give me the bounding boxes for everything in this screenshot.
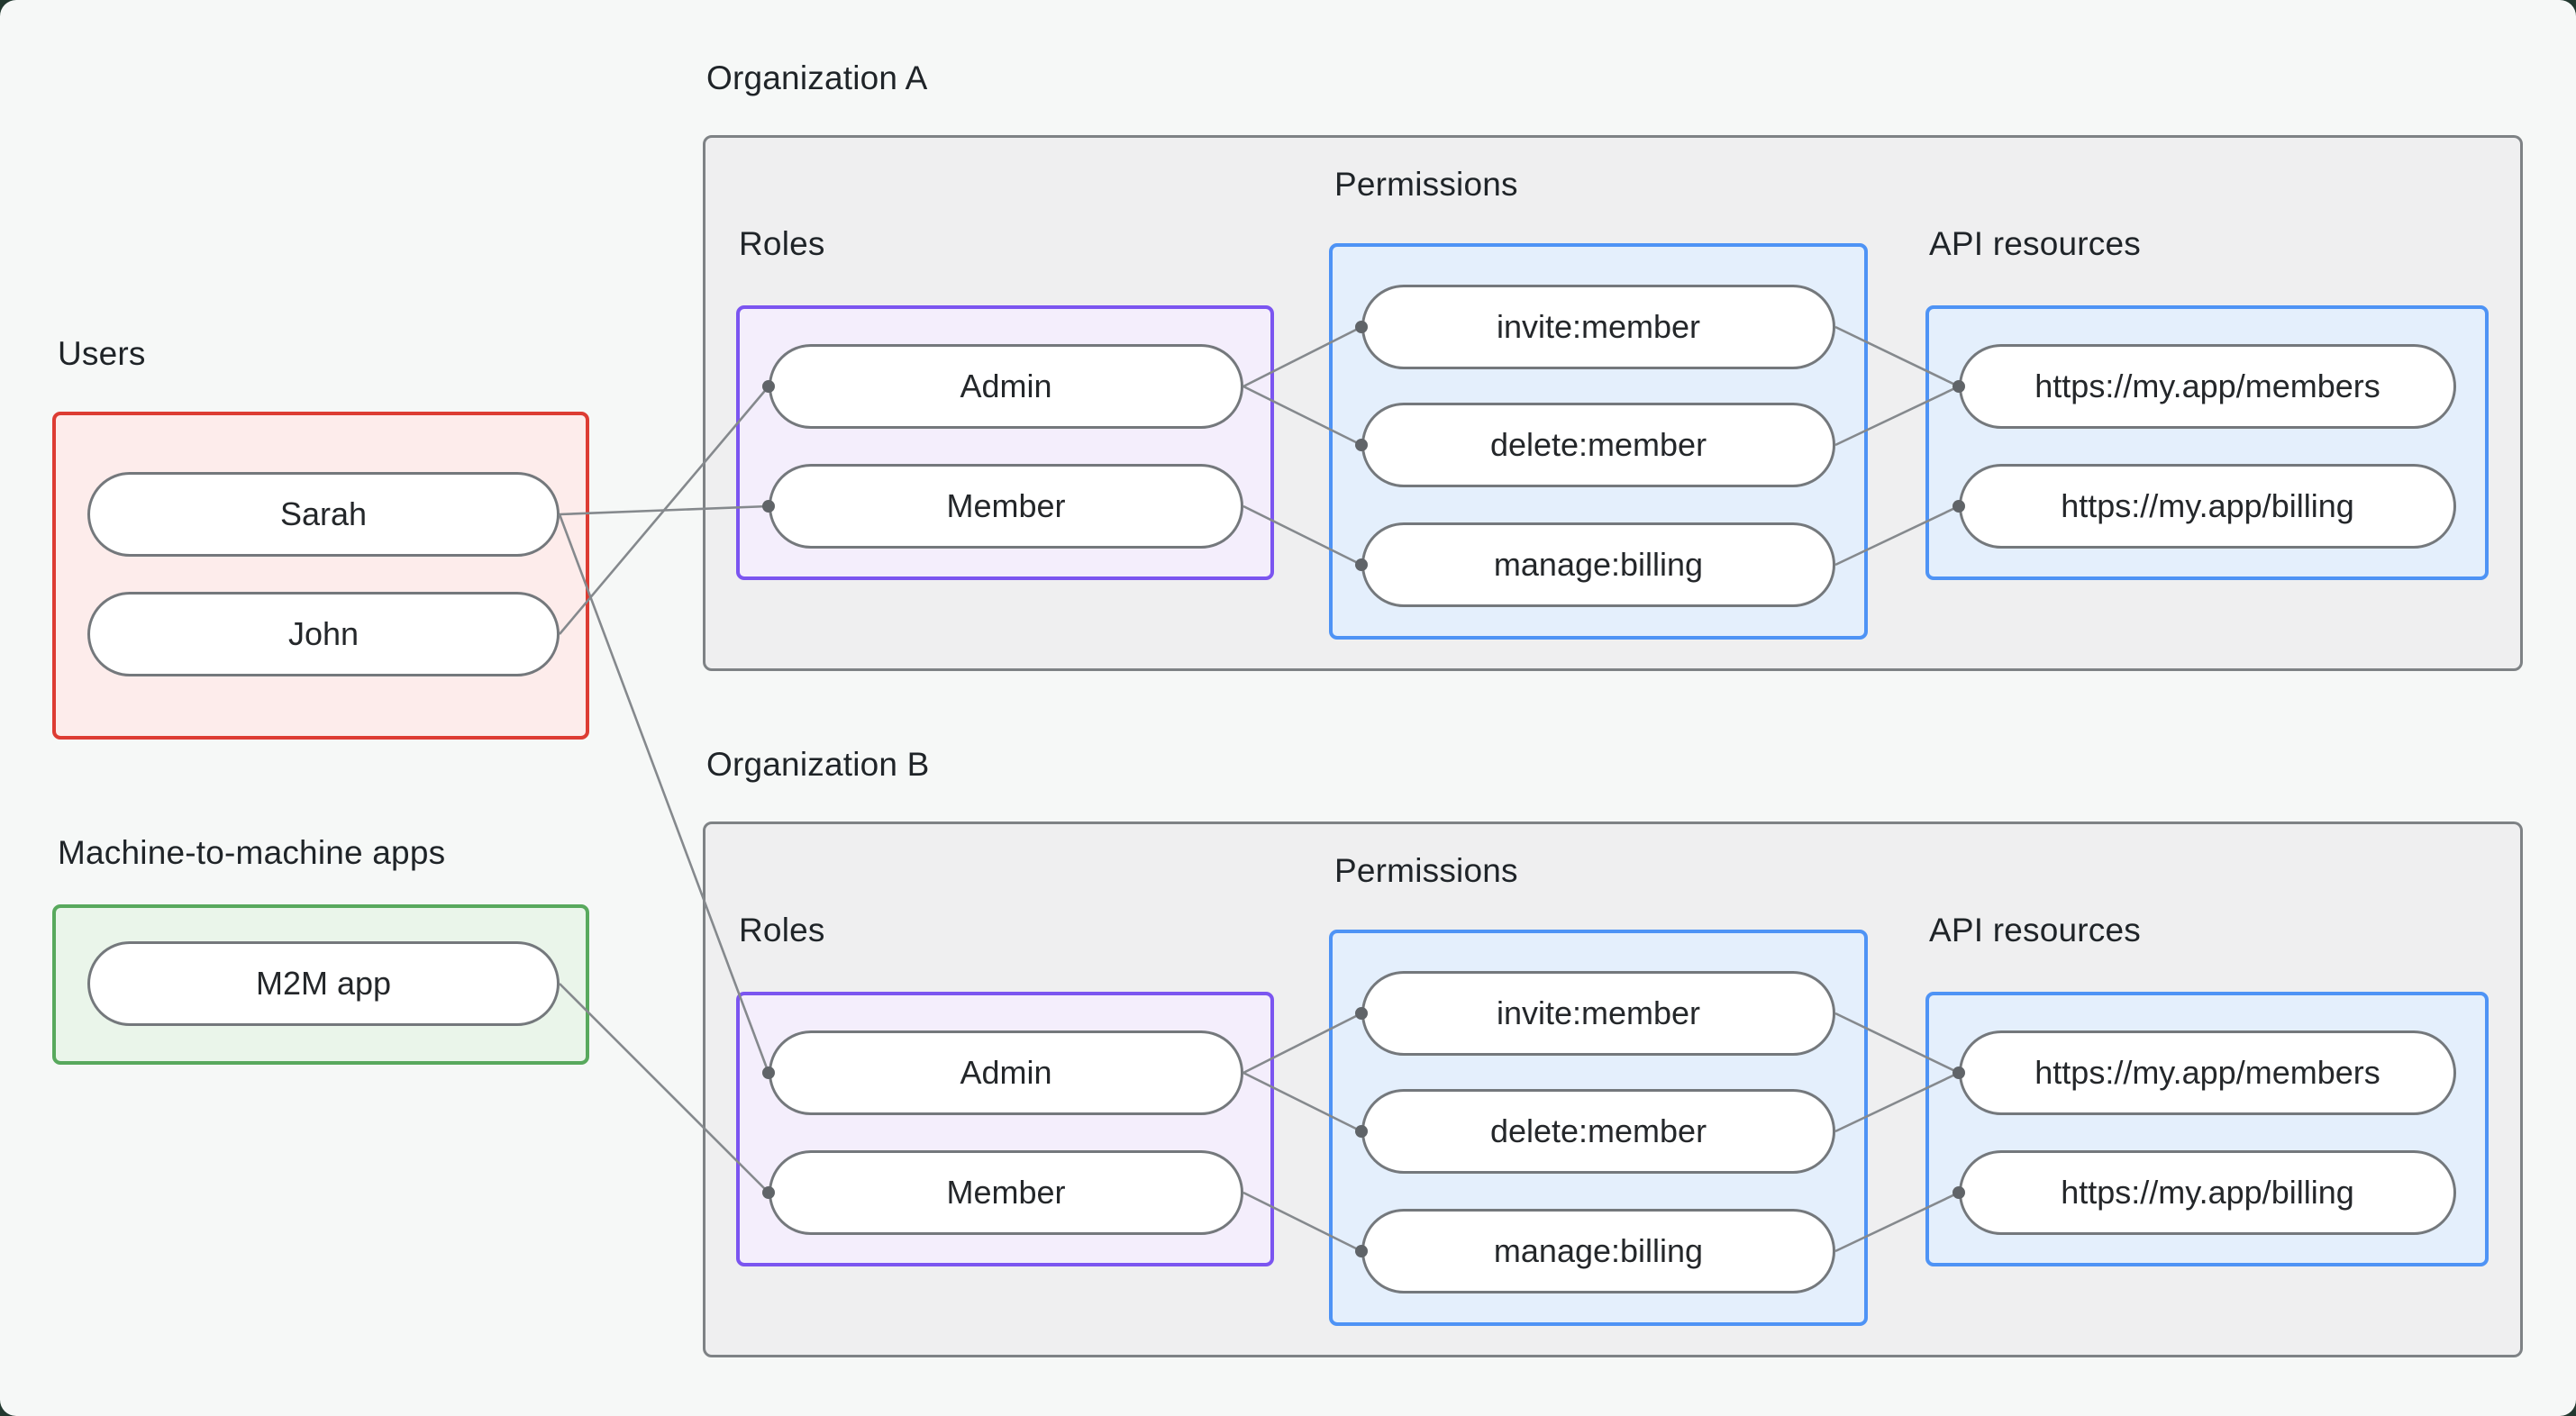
org-b-permission-manage: manage:billing (1361, 1209, 1835, 1293)
org-b-api-label: API resources (1929, 912, 2141, 949)
org-b-permission-delete: delete:member (1361, 1089, 1835, 1174)
org-a-permission-delete: delete:member (1361, 403, 1835, 487)
m2m-app-node: M2M app (87, 941, 560, 1026)
m2m-section-label: Machine-to-machine apps (58, 834, 446, 871)
user-node-john: John (87, 592, 560, 676)
org-a-permission-manage: manage:billing (1361, 522, 1835, 607)
org-b-api-members: https://my.app/members (1959, 1030, 2456, 1115)
org-a-title: Organization A (706, 59, 928, 96)
org-a-role-member: Member (769, 464, 1243, 549)
org-a-permissions-label: Permissions (1334, 166, 1518, 203)
org-b-permissions-label: Permissions (1334, 852, 1518, 889)
org-b-role-admin: Admin (769, 1030, 1243, 1115)
org-a-api-billing: https://my.app/billing (1959, 464, 2456, 549)
org-a-roles-label: Roles (739, 225, 825, 262)
user-node-sarah: Sarah (87, 472, 560, 557)
org-a-role-admin: Admin (769, 344, 1243, 429)
org-b-roles-label: Roles (739, 912, 825, 949)
org-a-api-label: API resources (1929, 225, 2141, 262)
org-b-role-member: Member (769, 1150, 1243, 1235)
org-a-api-members: https://my.app/members (1959, 344, 2456, 429)
org-b-permission-invite: invite:member (1361, 971, 1835, 1056)
org-b-api-billing: https://my.app/billing (1959, 1150, 2456, 1235)
users-section-label: Users (58, 335, 146, 372)
org-b-title: Organization B (706, 746, 930, 783)
org-a-permission-invite: invite:member (1361, 285, 1835, 369)
users-group-box (52, 412, 589, 740)
